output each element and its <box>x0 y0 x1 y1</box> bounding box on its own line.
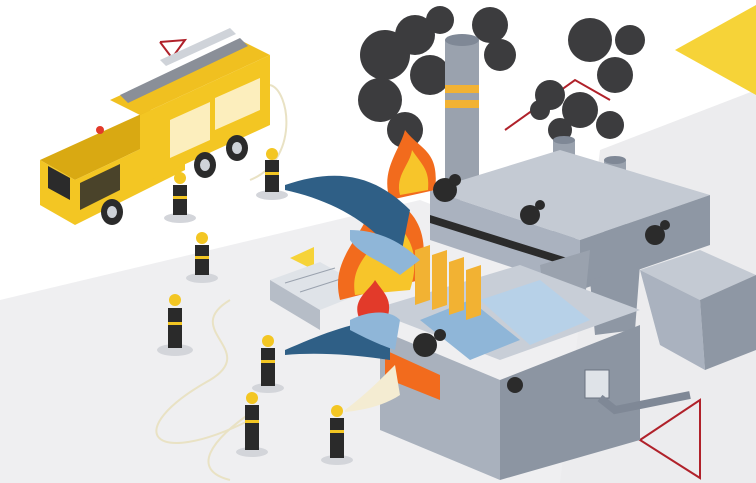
soot-splatters <box>413 174 670 393</box>
firefighter-4 <box>157 294 193 356</box>
firefighter-6 <box>236 392 268 457</box>
yellow-triangle-small <box>290 247 314 270</box>
hopper <box>640 250 756 370</box>
water-spray-top <box>285 175 410 260</box>
fire-hose-long <box>155 299 251 444</box>
red-triangle-outline-top <box>159 38 188 60</box>
control-panel <box>584 369 610 399</box>
yellow-triangle-accent <box>675 5 756 95</box>
foam-spray <box>345 365 400 412</box>
pipe <box>597 391 691 415</box>
firefighter-1 <box>164 172 196 223</box>
fire-hose-short <box>207 409 256 481</box>
red-line-accent <box>504 78 611 131</box>
water-spray-top-light <box>350 230 420 275</box>
firefighter-5 <box>252 335 284 393</box>
factory-upper-block <box>430 150 710 290</box>
factory-main-body <box>370 265 691 480</box>
firefighter-7 <box>321 405 353 465</box>
chimney-tall <box>445 34 479 200</box>
fire-hose <box>249 84 288 181</box>
firefighter-3 <box>186 232 218 283</box>
firefighter-2 <box>256 148 288 200</box>
fire-truck <box>40 28 270 225</box>
water-spray-mid-light <box>350 312 400 350</box>
smoke-clouds <box>358 6 645 148</box>
red-triangle-outline-bottom <box>638 398 701 480</box>
